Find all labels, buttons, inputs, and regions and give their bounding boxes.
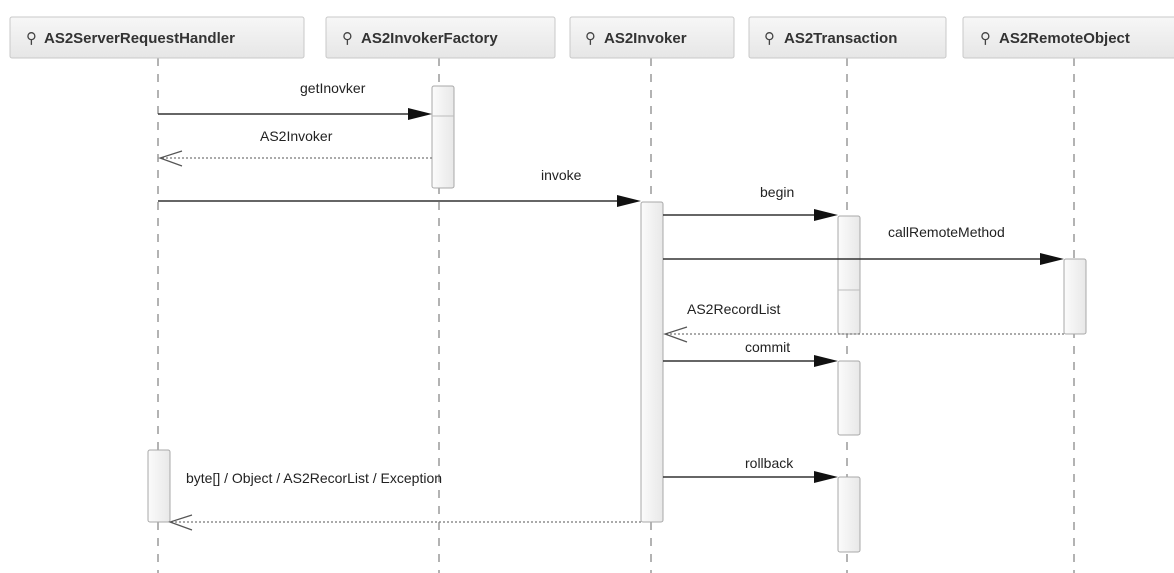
message-getinovker: getInovker [158,80,432,120]
message-label: byte[] / Object / AS2RecorList / Excepti… [186,470,442,486]
arrowhead-filled [617,195,641,207]
message-as2invoker-return: AS2Invoker [158,128,432,167]
activation-handler [147,449,171,523]
participant-transaction-label: AS2Transaction [784,30,897,47]
activation-transaction-commit [837,360,861,436]
participant-pin-icon: ⚲ [342,29,353,47]
message-label: rollback [745,455,794,471]
arrowhead-filled [1040,253,1064,265]
participant-factory[interactable]: ⚲ AS2InvokerFactory [325,16,556,59]
message-begin: begin [663,184,838,221]
participant-handler-label: AS2ServerRequestHandler [44,30,235,47]
participant-pin-icon: ⚲ [26,29,37,47]
participant-remote-label: AS2RemoteObject [999,30,1130,47]
participant-factory-label: AS2InvokerFactory [361,30,498,47]
arrowhead-open [663,326,688,343]
participant-remote[interactable]: ⚲ AS2RemoteObject [962,16,1174,59]
message-label: getInovker [300,80,366,96]
participant-pin-icon: ⚲ [980,29,991,47]
message-invoke: invoke [158,167,641,207]
participant-pin-icon: ⚲ [764,29,775,47]
messages: getInovker AS2Invoker invoke begin callR… [158,80,1064,531]
message-rollback: rollback [663,455,838,483]
activation-transaction-rollback [837,476,861,553]
message-label: callRemoteMethod [888,224,1005,240]
activation-invoker [640,201,664,523]
participant-invoker[interactable]: ⚲ AS2Invoker [569,16,735,59]
participant-handler[interactable]: ⚲ AS2ServerRequestHandler [9,16,305,59]
message-commit: commit [663,339,838,367]
message-label: begin [760,184,794,200]
arrowhead-filled [814,471,838,483]
activation-remote [1063,258,1087,335]
message-as2recordlist-return: AS2RecordList [663,301,1064,343]
participant-invoker-label: AS2Invoker [604,30,687,47]
arrowhead-open [168,514,193,531]
activation-transaction-begin [837,215,861,335]
message-label: commit [745,339,790,355]
message-label: invoke [541,167,582,183]
participant-transaction[interactable]: ⚲ AS2Transaction [748,16,947,59]
arrowhead-filled [814,355,838,367]
message-callremotemethod: callRemoteMethod [663,224,1064,265]
arrowhead-filled [408,108,432,120]
activation-bars [147,85,1087,553]
message-label: AS2RecordList [687,301,780,317]
message-result-return: byte[] / Object / AS2RecorList / Excepti… [168,470,641,531]
participant-headers: ⚲ AS2ServerRequestHandler ⚲ AS2InvokerFa… [9,16,1174,59]
participant-pin-icon: ⚲ [585,29,596,47]
arrowhead-open [158,150,183,167]
message-label: AS2Invoker [260,128,333,144]
activation-factory [431,85,455,189]
arrowhead-filled [814,209,838,221]
